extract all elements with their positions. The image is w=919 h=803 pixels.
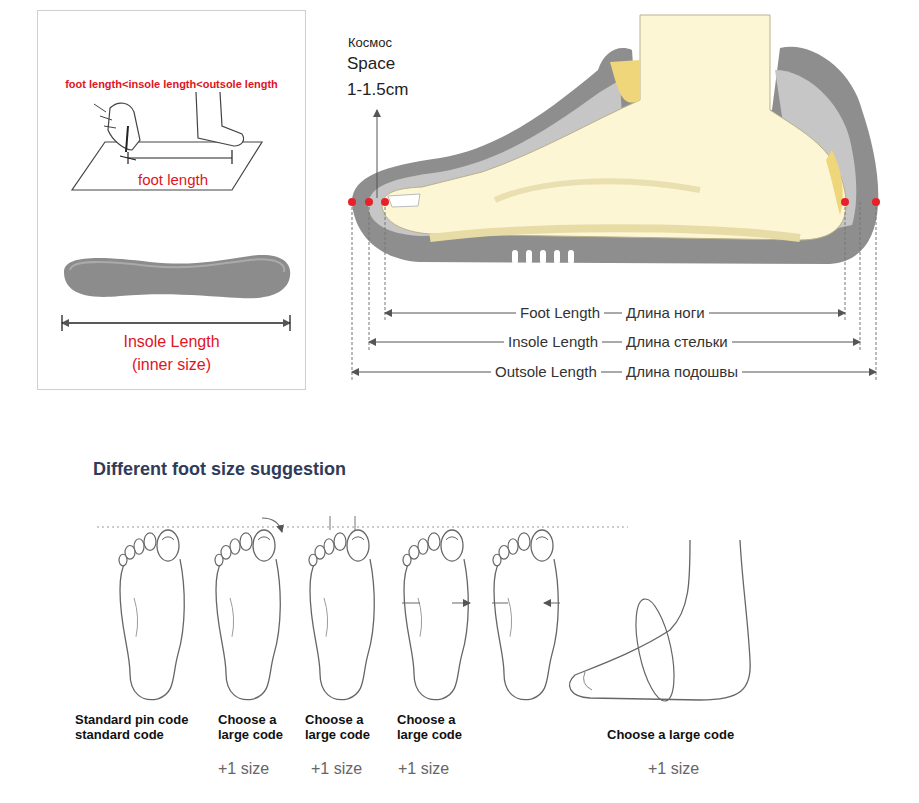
size-caption: Choose a large code — [218, 713, 300, 743]
size-suggestion-art — [97, 516, 750, 704]
dimension-label: Insole Length — [504, 333, 602, 350]
size-caption: Choose a large code — [397, 713, 479, 743]
space-label: Space — [347, 54, 395, 74]
size-step: +1 size — [311, 760, 362, 778]
size-caption: Standard pin code standard code — [75, 713, 215, 743]
measure-lines — [348, 110, 880, 380]
size-step: +1 size — [648, 760, 699, 778]
dimension-label: Foot Length — [516, 304, 604, 321]
paper-sketch — [72, 92, 262, 190]
space-label-ru: Космос — [348, 36, 392, 51]
space-dimension: 1-1.5cm — [347, 80, 408, 100]
dimension-label: Длина ноги — [622, 304, 709, 321]
size-caption: Choose a large code — [305, 713, 387, 743]
size-step: +1 size — [398, 760, 449, 778]
inner-size-note: (inner size) — [132, 356, 211, 374]
foot-length-label: foot length — [138, 171, 208, 188]
insole-length-label: Insole Length — [123, 333, 219, 351]
insole-sketch — [62, 255, 290, 331]
dimension-label: Длина стельки — [622, 333, 732, 350]
size-rule: foot length<insole length<outsole length — [65, 78, 278, 91]
section-title: Different foot size suggestion — [93, 459, 346, 480]
shoe-section — [352, 15, 878, 264]
dimension-label: Outsole Length — [491, 363, 601, 380]
panel-box: foot length<insole length<outsole length… — [37, 10, 306, 390]
size-caption: Choose a large code — [607, 728, 734, 743]
dimension-label: Длина подошвы — [622, 363, 742, 380]
size-step: +1 size — [218, 760, 269, 778]
